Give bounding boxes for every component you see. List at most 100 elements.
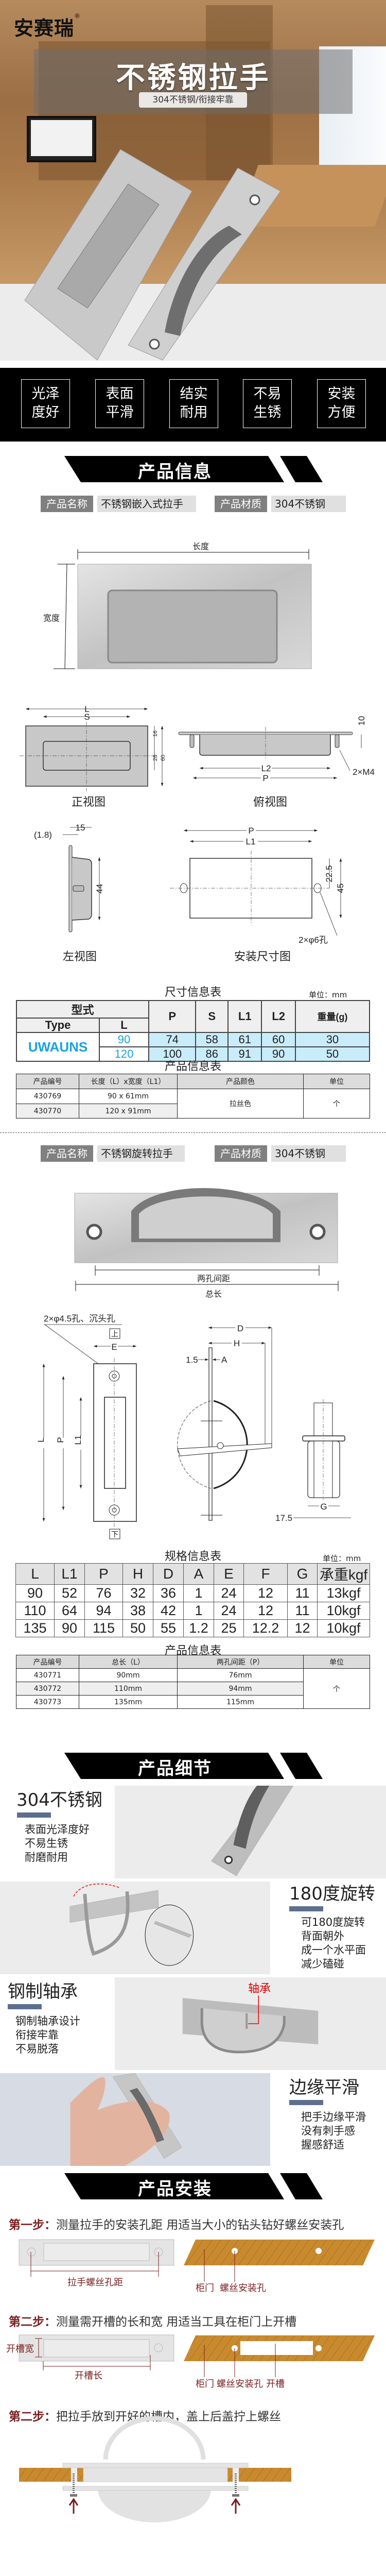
feature-durable: 结实耐用 <box>169 379 218 428</box>
svg-text:螺丝安装孔: 螺丝安装孔 <box>220 2283 266 2294</box>
svg-text:16: 16 <box>152 731 159 737</box>
hole-distance-label: 两孔间距 <box>197 1274 230 1283</box>
svg-text:开槽宽: 开槽宽 <box>6 2344 34 2354</box>
product2-name-value: 不锈钢旋转拉手 <box>97 1145 185 1162</box>
detail-photo-rotation <box>0 1882 270 1974</box>
svg-text:22.5: 22.5 <box>324 865 334 882</box>
svg-text:D: D <box>237 1324 243 1333</box>
spec-cell: 36 <box>153 1584 184 1602</box>
detail-text-bearing: 钢制轴承设计衔接牢靠不易脱落 <box>15 2015 80 2055</box>
spec-cell: 11 <box>287 1602 318 1620</box>
svg-text:柜门: 柜门 <box>196 2379 214 2389</box>
section-title-install: 产品安装 <box>138 2179 212 2199</box>
brand-logo: 安赛瑞® <box>14 12 81 40</box>
product2-material-label: 产品材质 <box>215 1145 267 1162</box>
feature-easy-install: 安装方便 <box>317 379 366 428</box>
svg-text:L: L <box>36 1437 46 1442</box>
spec-header-cell: F <box>243 1563 288 1585</box>
svg-text:L: L <box>84 704 89 714</box>
spec-cell: 12 <box>243 1602 288 1620</box>
spec-cell: 115 <box>84 1619 123 1637</box>
front-drawing: 2×φ4.5孔、沉头孔 上 E L P L1 下 <box>36 1314 137 1539</box>
step1-diagram: 拉手螺丝孔距 柜门 螺丝安装孔 <box>19 2239 375 2294</box>
section-banner-info <box>64 456 323 482</box>
spec-cell: 90 <box>54 1619 85 1637</box>
size-table-unit: 单位：mm <box>309 990 347 999</box>
section-title-detail: 产品细节 <box>138 1758 212 1779</box>
detail-accent-bar <box>17 1812 51 1818</box>
recessed-handle-cavity <box>57 183 160 309</box>
end-drawing: G 17.5 <box>275 1399 351 1523</box>
step2-diagram: 开槽宽 开槽长 柜门 螺丝安装孔 开槽 <box>6 2334 375 2389</box>
feature-gloss: 光泽度好 <box>21 379 70 428</box>
left-view-label: 左视图 <box>63 951 97 963</box>
detail-accent-bar <box>289 2100 323 2105</box>
detail-title-bearing: 钢制轴承 <box>8 1981 78 2002</box>
spec-cell: 11 <box>287 1584 318 1602</box>
spec-cell: 90 <box>15 1584 55 1602</box>
spec-cell: 24 <box>214 1584 244 1602</box>
detail-photo-steel <box>115 1785 386 1878</box>
feature-band <box>0 368 386 442</box>
svg-text:2×φ4.5孔、沉头孔: 2×φ4.5孔、沉头孔 <box>44 1314 115 1324</box>
product2-technical-drawings: 2×φ4.5孔、沉头孔 上 E L P L1 下 D H 1. <box>36 1314 351 1539</box>
bearing-callout: 轴承 <box>248 1982 271 1995</box>
spec-table-title: 规格信息表 <box>164 1550 221 1563</box>
spec-cell: 52 <box>54 1584 85 1602</box>
product2-photo <box>74 1188 339 1291</box>
section-banner-install <box>64 2173 323 2199</box>
spec-cell: 42 <box>153 1602 184 1620</box>
left-view: 15 (1.8) 44 <box>34 823 104 933</box>
svg-text:P: P <box>56 1437 65 1443</box>
svg-text:E: E <box>111 1342 117 1352</box>
detail-accent-bar <box>8 2004 42 2009</box>
detail-title-rotation: 180度旋转 <box>289 1884 375 1904</box>
hero-subtitle: 304不锈钢/衔接牢靠 <box>139 92 247 108</box>
svg-text:螺丝安装孔: 螺丝安装孔 <box>217 2379 263 2389</box>
svg-text:P: P <box>262 773 268 783</box>
svg-text:H: H <box>234 1338 240 1348</box>
svg-text:28: 28 <box>152 755 159 761</box>
product-info-group: 光泽度好 表面平滑 结实耐用 不易生锈 安装方便 产品信息 产品名称 不锈钢嵌入… <box>0 368 386 1779</box>
product-material-label: 产品材质 <box>215 496 267 512</box>
install-view: P L1 22.5 45 2×φ6孔 <box>170 825 345 945</box>
svg-text:L2: L2 <box>261 764 271 773</box>
top-view: L2 P 10 2×M4 <box>178 716 375 783</box>
svg-text:开槽: 开槽 <box>266 2379 285 2389</box>
spec-cell: 12 <box>287 1619 318 1637</box>
spec-header-cell: 承重kgf <box>317 1563 370 1585</box>
info-table-title: 产品信息表 <box>164 1060 221 1073</box>
detail-title-edge: 边缘平滑 <box>289 2077 359 2098</box>
hero-products <box>24 149 281 361</box>
svg-text:2×φ6孔: 2×φ6孔 <box>299 935 328 945</box>
spec-header-cell: H <box>122 1563 153 1585</box>
spec-header-cell: L <box>15 1563 55 1585</box>
product-material-value: 304不锈钢 <box>271 496 346 512</box>
product2-name-label: 产品名称 <box>41 1145 93 1162</box>
svg-text:L1: L1 <box>246 837 256 846</box>
spec-cell: 10kgf <box>317 1602 370 1620</box>
length-label: 长度 <box>192 541 209 551</box>
product1-technical-drawings: L S 16 28 60 L2 P 10 2×M4 15 <box>20 704 375 963</box>
spec-cell: 50 <box>122 1619 153 1637</box>
hero-title: 不锈钢拉手 <box>116 61 271 95</box>
size-table-title: 尺寸信息表 <box>164 986 221 999</box>
spec-cell: 1 <box>183 1584 214 1602</box>
recessed-handle-cavity <box>107 589 278 664</box>
front-view-label: 正视图 <box>72 796 106 809</box>
detail-text-rotation: 可180度旋转背面朝外成一个水平面减少磕碰 <box>301 1916 366 1970</box>
computer-monitor <box>27 116 96 162</box>
section-banner-detail <box>64 1753 323 1779</box>
side-drawing: D H 1.5 A <box>177 1323 272 1521</box>
spec-cell: 135 <box>15 1619 55 1637</box>
spec-cell: 25 <box>214 1619 244 1637</box>
install-step-2: 第二步：测量需开槽的长和宽 用适当工具在柜门上开槽 <box>9 2315 297 2329</box>
svg-text:L1: L1 <box>73 1435 83 1445</box>
svg-text:A: A <box>221 1355 227 1365</box>
step3-diagram <box>19 2416 291 2522</box>
